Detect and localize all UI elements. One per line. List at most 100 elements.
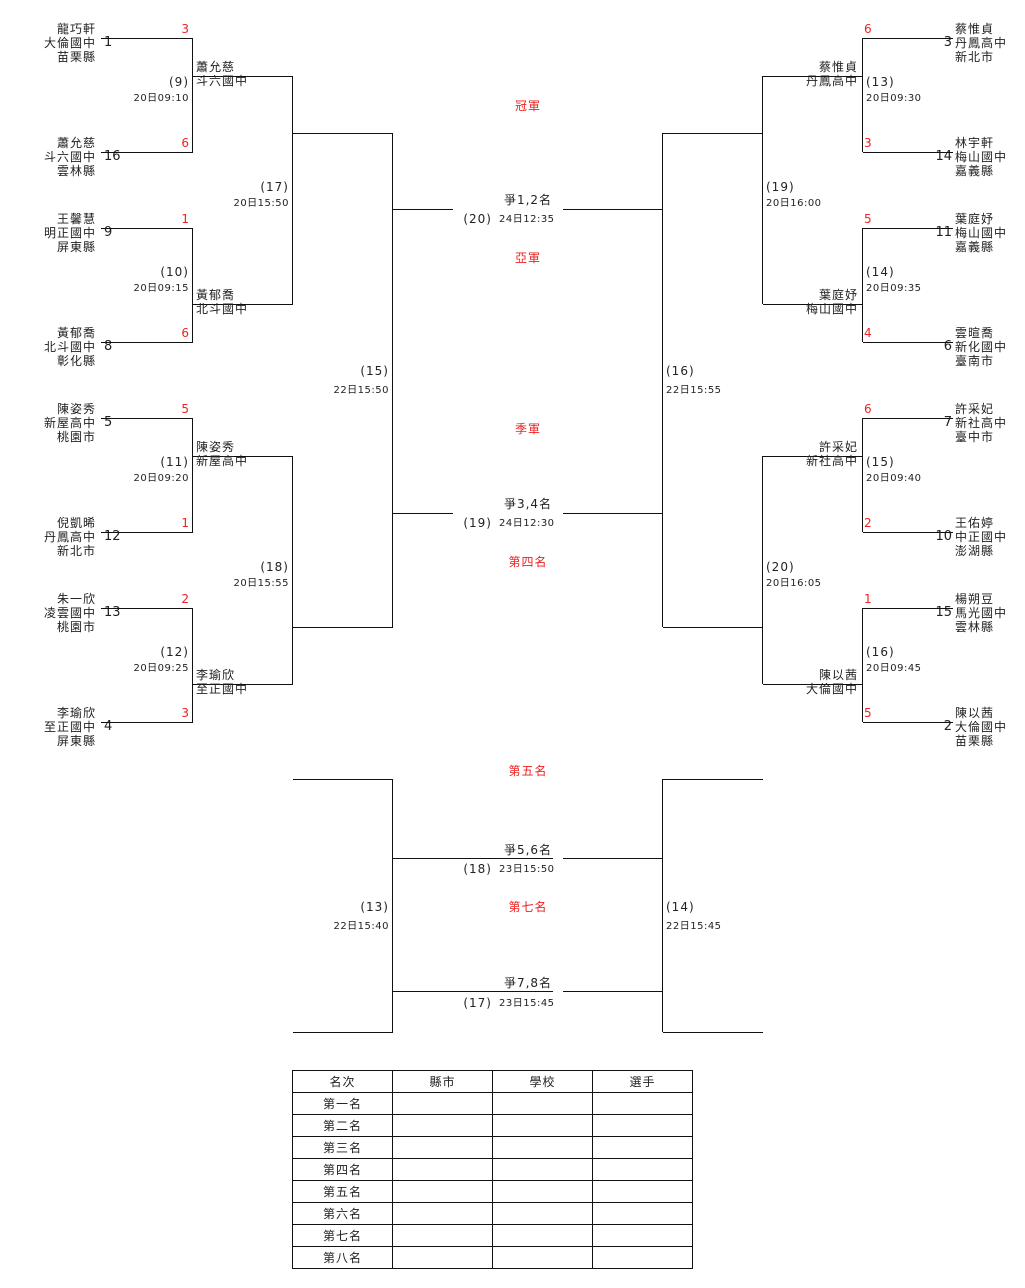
player-cell xyxy=(592,1136,693,1159)
score: 5 xyxy=(864,212,873,226)
player-seed: 13 xyxy=(104,605,121,620)
county-cell xyxy=(392,1180,493,1203)
match-connector xyxy=(192,418,193,532)
player-seed: 9 xyxy=(104,225,113,240)
player-school: 大倫國中 xyxy=(43,36,96,50)
player-county: 屏東縣 xyxy=(56,734,96,748)
player-cell xyxy=(592,1202,693,1225)
player-line xyxy=(101,342,193,343)
winner-school: 至正國中 xyxy=(196,682,249,696)
player-seed: 3 xyxy=(943,35,952,50)
player-school: 馬光國中 xyxy=(955,606,1008,620)
winner-line xyxy=(663,133,763,134)
player-school: 凌雲國中 xyxy=(43,606,96,620)
player-school: 新社高中 xyxy=(955,416,1008,430)
player-county: 桃園市 xyxy=(56,430,96,444)
ranking-row: 第二名 xyxy=(292,1114,693,1137)
player-school: 丹鳳高中 xyxy=(955,36,1008,50)
match-time: 20日16:00 xyxy=(766,198,822,209)
match-number: (13) xyxy=(866,75,895,89)
semi-final-line xyxy=(563,513,663,514)
fifth-title: 第五名 xyxy=(508,764,548,778)
school-cell xyxy=(492,1246,593,1269)
winner-school: 丹鳳高中 xyxy=(805,74,858,88)
rank-label: 第四名 xyxy=(292,1158,393,1181)
match-connector xyxy=(292,456,293,684)
score: 3 xyxy=(181,22,190,36)
match-time: 20日09:10 xyxy=(133,93,189,104)
match-number: (14) xyxy=(866,265,895,279)
consolation-line xyxy=(393,991,553,992)
winner-line xyxy=(763,304,863,305)
score: 1 xyxy=(181,212,190,226)
winner-name: 李瑜欣 xyxy=(196,668,236,682)
player-school: 至正國中 xyxy=(43,720,96,734)
player-name: 雲暄喬 xyxy=(955,326,995,340)
match-number: (9) xyxy=(169,75,189,89)
player-county: 苗栗縣 xyxy=(56,50,96,64)
match-time: 20日15:55 xyxy=(233,578,289,589)
county-cell xyxy=(392,1158,493,1181)
player-county: 嘉義縣 xyxy=(955,240,995,254)
semi-final-line xyxy=(393,513,453,514)
winner-line xyxy=(193,304,293,305)
winner-line xyxy=(193,76,293,77)
player-name: 蔡惟貞 xyxy=(955,22,995,36)
header-school: 學校 xyxy=(492,1070,593,1093)
ranking-table: 名次 縣市 學校 選手 第一名 第二名 第三名 第四名 第五名 第六名 第七名 … xyxy=(292,1070,693,1269)
match-number: (16) xyxy=(666,364,695,378)
winner-name: 蔡惟貞 xyxy=(818,60,858,74)
match-number: (10) xyxy=(160,265,189,279)
player-seed: 15 xyxy=(935,605,952,620)
player-name: 黃郁喬 xyxy=(56,326,96,340)
school-cell xyxy=(492,1158,593,1181)
player-name: 楊朔豆 xyxy=(955,592,995,606)
winner-line xyxy=(293,627,393,628)
player-line xyxy=(101,722,193,723)
match-time: 22日15:50 xyxy=(333,385,389,396)
player-line xyxy=(863,228,953,229)
fifth-place-label: 爭5,6名 xyxy=(503,843,553,857)
player-seed: 10 xyxy=(935,529,952,544)
player-seed: 16 xyxy=(104,149,121,164)
school-cell xyxy=(492,1136,593,1159)
match-time: 20日09:45 xyxy=(866,663,922,674)
player-county: 澎湖縣 xyxy=(955,544,995,558)
seventh-place-label: 爭7,8名 xyxy=(503,976,553,990)
player-school: 梅山國中 xyxy=(955,226,1008,240)
match-connector xyxy=(862,38,863,152)
score: 6 xyxy=(181,326,190,340)
winner-name: 葉庭妤 xyxy=(818,288,858,302)
match-connector xyxy=(192,38,193,152)
match-connector xyxy=(762,456,763,684)
player-county: 新北市 xyxy=(955,50,995,64)
player-seed: 11 xyxy=(935,225,952,240)
player-cell xyxy=(592,1114,693,1137)
player-county: 臺中市 xyxy=(955,430,995,444)
player-name: 蕭允慈 xyxy=(56,136,96,150)
school-cell xyxy=(492,1180,593,1203)
winner-line xyxy=(763,456,863,457)
match-number: (15) xyxy=(866,455,895,469)
player-seed: 2 xyxy=(943,719,952,734)
runner-up-title: 亞軍 xyxy=(514,251,541,265)
player-county: 苗栗縣 xyxy=(955,734,995,748)
player-name: 朱一欣 xyxy=(56,592,96,606)
header-player: 選手 xyxy=(592,1070,693,1093)
winner-school: 大倫國中 xyxy=(805,682,858,696)
ranking-row: 第五名 xyxy=(292,1180,693,1203)
county-cell xyxy=(392,1202,493,1225)
player-name: 陳以茜 xyxy=(955,706,995,720)
match-number: (18) xyxy=(463,862,492,876)
county-cell xyxy=(392,1246,493,1269)
rank-label: 第三名 xyxy=(292,1136,393,1159)
player-county: 新北市 xyxy=(56,544,96,558)
rank-label: 第八名 xyxy=(292,1246,393,1269)
player-name: 李瑜欣 xyxy=(56,706,96,720)
player-school: 丹鳳高中 xyxy=(43,530,96,544)
player-school: 大倫國中 xyxy=(955,720,1008,734)
player-line xyxy=(101,418,193,419)
player-seed: 6 xyxy=(943,339,952,354)
player-name: 王馨慧 xyxy=(56,212,96,226)
consolation-line xyxy=(563,858,663,859)
